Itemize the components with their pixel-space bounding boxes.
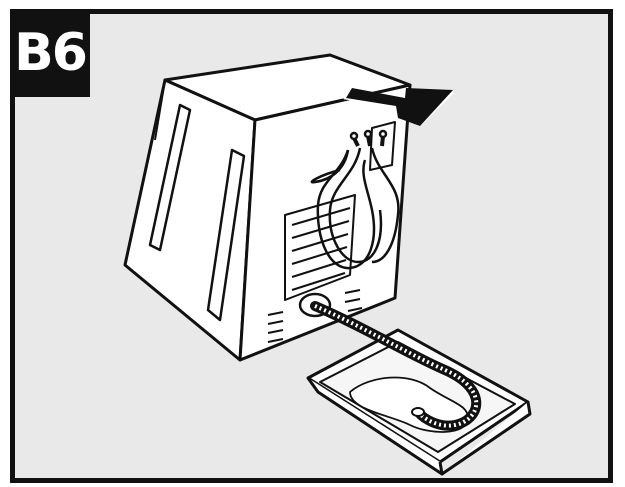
step-label: B6	[14, 23, 86, 83]
shallow-pan	[308, 330, 530, 474]
step-badge: B6	[10, 9, 90, 97]
